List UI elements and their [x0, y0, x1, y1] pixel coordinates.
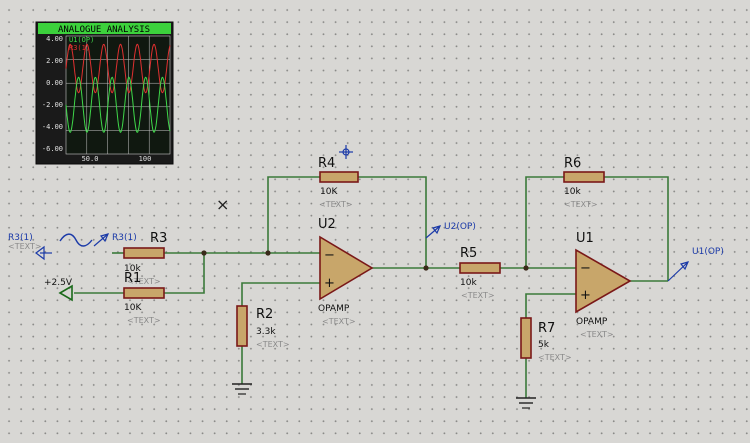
- r3-text: <TEXT>: [127, 277, 161, 286]
- u2-type: OPAMP: [318, 304, 350, 314]
- y-tick: 4.00: [46, 35, 63, 43]
- y-tick: 0.00: [46, 79, 63, 87]
- probe-u1-output[interactable]: U1(OP): [667, 247, 724, 282]
- u1-minus: −: [580, 261, 591, 276]
- trace-r3: [65, 43, 171, 94]
- resistor-r5[interactable]: R5 10k <TEXT>: [459, 246, 501, 300]
- sine-generator[interactable]: R3(1) <TEXT> R3(1): [8, 233, 137, 261]
- generator-arrow-label: R3(1): [112, 233, 137, 243]
- resistor-r3[interactable]: R3 10k <TEXT>: [123, 231, 167, 286]
- analogue-analysis-graph[interactable]: ANALOGUE ANALYSIS U1(OP) R3(1) 4.00 2.00…: [35, 21, 174, 165]
- opamp-u2[interactable]: U2 − + OPAMP <TEXT>: [318, 217, 374, 326]
- source-label: +2.5V: [44, 278, 73, 288]
- legend-r3: R3(1): [69, 44, 90, 52]
- u1-text: <TEXT>: [580, 330, 614, 339]
- ground-icon: [516, 397, 536, 409]
- ground-icon: [232, 383, 252, 395]
- r5-name: R5: [460, 246, 477, 261]
- r7-name: R7: [538, 321, 555, 336]
- u1-plus: +: [580, 288, 591, 303]
- r6-name: R6: [564, 156, 581, 171]
- r2-value: 3.3k: [256, 327, 276, 337]
- r6-text: <TEXT>: [564, 200, 598, 209]
- r6-value: 10k: [564, 187, 581, 197]
- r2-text: <TEXT>: [256, 340, 290, 349]
- opamp-u1[interactable]: U1 − + OPAMP <TEXT>: [575, 231, 632, 339]
- crosshair-icon: [339, 145, 353, 159]
- resistor-r2[interactable]: R2 3.3k <TEXT>: [236, 305, 290, 349]
- y-tick: -4.00: [42, 123, 63, 131]
- generator-label: R3(1): [8, 233, 33, 243]
- u2-plus: +: [324, 276, 335, 291]
- r5-text: <TEXT>: [461, 291, 495, 300]
- r4-text: <TEXT>: [319, 200, 353, 209]
- u2-name: U2: [318, 217, 336, 232]
- y-tick: -2.00: [42, 101, 63, 109]
- probe-u2-output[interactable]: U2(OP): [425, 222, 476, 239]
- r7-value: 5k: [538, 340, 550, 350]
- resistor-r1[interactable]: R1 10K <TEXT>: [123, 271, 165, 325]
- probe-u2-label: U2(OP): [444, 222, 476, 232]
- legend-u1-op: U1(OP): [69, 36, 94, 44]
- voltage-source[interactable]: +2.5V: [44, 278, 73, 302]
- r1-value: 10K: [124, 303, 142, 313]
- u1-type: OPAMP: [576, 317, 608, 327]
- r2-name: R2: [256, 307, 273, 322]
- no-connect-cross-icon: ×: [216, 195, 229, 214]
- r1-name: R1: [124, 271, 141, 286]
- resistor-r4[interactable]: R4 10K <TEXT>: [318, 156, 359, 209]
- r1-text: <TEXT>: [127, 316, 161, 325]
- resistor-r7[interactable]: R7 5k <TEXT>: [520, 317, 572, 362]
- r4-value: 10K: [320, 187, 338, 197]
- u2-minus: −: [324, 248, 335, 263]
- x-tick: 100: [139, 155, 152, 163]
- r4-name: R4: [318, 156, 335, 171]
- r3-value: 10k: [124, 264, 141, 274]
- trace-u1-op: [65, 76, 171, 134]
- generator-text: <TEXT>: [8, 242, 42, 251]
- resistor-r6[interactable]: R6 10k <TEXT>: [563, 156, 605, 209]
- graph-traces: [65, 43, 171, 134]
- probe-u1-label: U1(OP): [692, 247, 724, 257]
- r5-value: 10k: [460, 278, 477, 288]
- graph-title: ANALOGUE ANALYSIS: [58, 25, 150, 35]
- y-tick: 2.00: [46, 57, 63, 65]
- wires: [74, 176, 669, 398]
- x-tick: 50.0: [82, 155, 99, 163]
- r7-text: <TEXT>: [538, 353, 572, 362]
- u2-text: <TEXT>: [322, 317, 356, 326]
- u1-name: U1: [576, 231, 594, 246]
- r3-name: R3: [150, 231, 167, 246]
- y-tick: -6.00: [42, 145, 63, 153]
